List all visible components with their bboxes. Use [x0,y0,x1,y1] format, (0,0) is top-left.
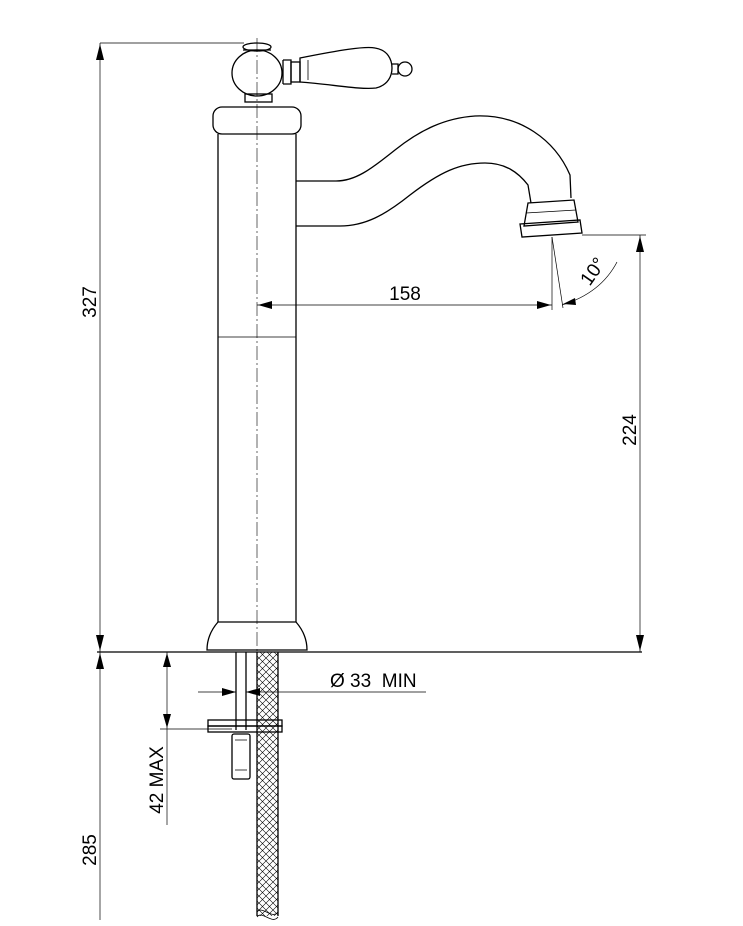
dimension-deck-thickness: 42 MAX [147,652,232,825]
label-hose-length: 285 [80,834,101,866]
label-hole-diameter: Ø 33 MIN [330,671,417,692]
dimension-hose-length: 285 [80,652,104,920]
dimension-spout-reach: 158 [257,284,552,309]
dimension-hole-diameter: Ø 33 MIN [198,671,426,696]
label-deck-thickness: 42 MAX [147,746,168,814]
dimension-overall-height: 327 [80,42,244,652]
label-spout-angle: 10° [577,254,611,290]
braided-hose [256,652,279,920]
label-spout-reach: 158 [389,284,421,305]
spout [296,115,583,238]
dimension-spout-height: 224 [582,234,646,652]
dimension-spout-angle: 10° [551,236,618,310]
label-overall-height: 327 [80,286,101,318]
lever-handle [231,42,413,103]
label-spout-height: 224 [620,414,641,446]
